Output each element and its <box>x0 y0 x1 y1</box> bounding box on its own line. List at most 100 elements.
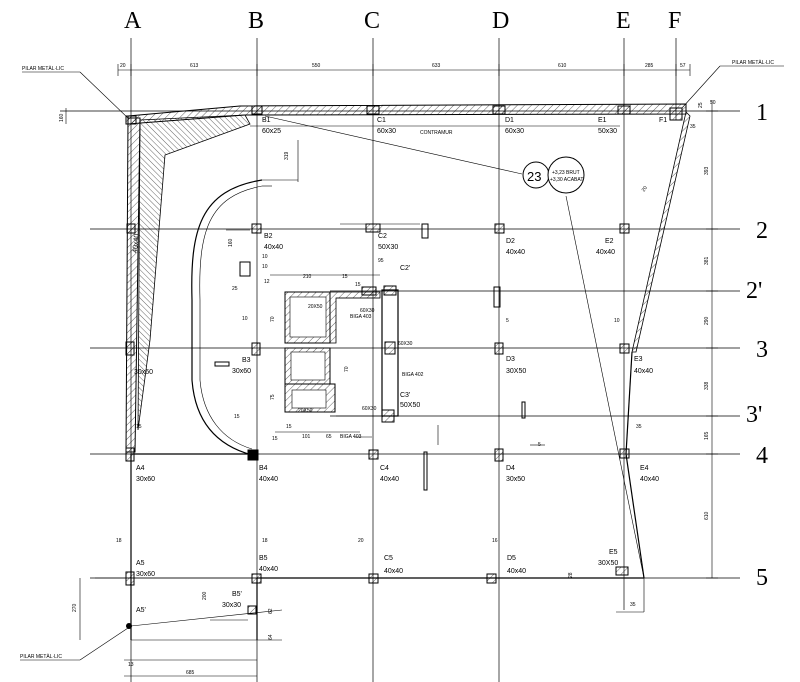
dim-top-1: 613 <box>190 63 199 69</box>
pillar-size-b3: 30x60 <box>232 368 251 375</box>
pillar-size-a2: 40x40 <box>132 233 141 253</box>
dim-left-1: 160 <box>59 113 65 122</box>
dim-misc-27: 20 <box>641 185 649 193</box>
box-label-e: 60X30 <box>362 406 377 412</box>
pillar-size-e5: 30X50 <box>598 560 618 567</box>
central-core: 20X50 20X50 60X30 60X30 60X30 BIGA 403 B… <box>270 274 424 440</box>
dim-misc-6: 10 <box>262 264 268 270</box>
axis-label-2p: 2' <box>746 278 762 304</box>
axis-label-b: B <box>248 8 264 34</box>
pillar-id-c3p: C3' <box>400 392 410 399</box>
pillar-id-b5: B5 <box>259 555 268 562</box>
dim-bottom-0: 13 <box>128 662 134 668</box>
dim-misc-11: 70 <box>344 366 350 372</box>
pillar-id-b5p: B5' <box>232 591 242 598</box>
pillar-size-b5: 40x40 <box>259 566 278 573</box>
dim-misc-13: 15 <box>286 424 292 430</box>
level-acabat: +3,30 ACABAT <box>550 177 583 183</box>
dim-misc-26: 50 <box>710 100 716 106</box>
dim-misc-28: 35 <box>690 124 696 130</box>
pillar-size-c2: 50X30 <box>378 244 398 251</box>
pillar-id-b2: B2 <box>264 233 273 240</box>
dim-misc-24: 35 <box>636 424 642 430</box>
pillar-size-d5: 40x40 <box>507 568 526 575</box>
pillar-size-b1: 60x25 <box>262 128 281 135</box>
dim-top-4: 610 <box>558 63 567 69</box>
pillar-size-a4: 30x60 <box>136 476 155 483</box>
pillar-id-d3: D3 <box>506 356 515 363</box>
bottom-dimension-chain: 13 685 <box>124 659 257 677</box>
dim-misc-23: 35 <box>630 602 636 608</box>
dim-misc-29: 10 <box>614 318 620 324</box>
pillar-id-d5: D5 <box>507 555 516 562</box>
pillar-id-e5: E5 <box>609 549 618 556</box>
pillar-size-d2: 40x40 <box>506 249 525 256</box>
axis-label-2: 2 <box>756 218 768 244</box>
dim-top-2: 550 <box>312 63 321 69</box>
axis-label-4: 4 <box>756 443 768 469</box>
pillar-id-c5: C5 <box>384 555 393 562</box>
dim-misc-4: 95 <box>378 258 384 264</box>
pillar-id-b4: B4 <box>259 465 268 472</box>
pillar-id-e3: E3 <box>634 356 643 363</box>
pillar-id-a4: A4 <box>136 465 145 472</box>
pillar-size-b4: 40x40 <box>259 476 278 483</box>
metal-pillar-callouts: PILAR METÀL·LIC PILAR METÀL·LIC PILAR ME… <box>20 59 784 661</box>
pillar-size-e2: 40x40 <box>596 249 615 256</box>
box-label-c: 60X30 <box>360 308 375 314</box>
pillar-size-d4: 30x50 <box>506 476 525 483</box>
pillar-id-e1: E1 <box>598 117 607 124</box>
box-label-a: 20X50 <box>308 304 323 310</box>
dim-right-5: 165 <box>704 431 710 440</box>
dim-misc-1: 210 <box>303 274 312 280</box>
axis-label-d: D <box>492 8 509 34</box>
pillar-id-e4: E4 <box>640 465 649 472</box>
dim-misc-5: 10 <box>262 254 268 260</box>
pillar-id-d4: D4 <box>506 465 515 472</box>
pillar-id-b1: B1 <box>262 117 271 124</box>
dim-misc-34: 15 <box>136 424 142 430</box>
pillar-size-b5p: 30x30 <box>222 602 241 609</box>
pilar-metallic-label-top-right: PILAR METÀL·LIC <box>732 59 774 66</box>
dim-misc-14: 101 <box>302 434 311 440</box>
right-dimension-chain: 25 393 381 290 338 165 610 <box>698 100 718 579</box>
dim-misc-21: 18 <box>262 538 268 544</box>
dim-bottom-1: 685 <box>186 670 195 676</box>
pillar-id-c4: C4 <box>380 465 389 472</box>
biga-label-c: BIGA 403 <box>340 434 362 440</box>
contramur-label: CONTRAMUR <box>420 130 453 136</box>
pillar-id-c2p: C2' <box>400 265 410 272</box>
biga-label-a: BIGA 403 <box>350 314 372 320</box>
pilar-metallic-label-top-left: PILAR METÀL·LIC <box>22 65 64 72</box>
pillar-labels: C1 60x30 D1 60x30 E1 50x30 F1 B1 60x25 B… <box>132 117 667 614</box>
pillar-id-d1: D1 <box>505 117 514 124</box>
dim-misc-16: 15 <box>234 414 240 420</box>
pillar-id-c2: C2 <box>378 233 387 240</box>
dim-top-0: 20 <box>120 63 126 69</box>
dim-misc-22: 16 <box>492 538 498 544</box>
axis-label-f: F <box>668 8 681 34</box>
axis-label-c: C <box>364 8 380 34</box>
box-label-d: 60X30 <box>398 341 413 347</box>
pillar-id-a5: A5 <box>136 560 145 567</box>
dim-right-0: 25 <box>698 102 704 108</box>
pillar-size-e1: 50x30 <box>598 128 617 135</box>
detail-lines <box>210 140 645 621</box>
dim-misc-15: 65 <box>326 434 332 440</box>
pilar-metallic-label-bottom-left: PILAR METÀL·LIC <box>20 653 62 660</box>
axis-label-1: 1 <box>756 100 768 126</box>
pillar-id-e2: E2 <box>605 238 614 245</box>
dim-misc-32: 64 <box>268 634 274 640</box>
dim-top-3: 633 <box>432 63 441 69</box>
dim-right-4: 338 <box>704 381 710 390</box>
top-dimension-chain: 20 613 550 633 610 285 57 <box>117 63 691 76</box>
dim-misc-30: 5 <box>506 318 509 324</box>
level-marker: 23 +3,23 BRUT +3,30 ACABAT <box>264 115 645 579</box>
dim-right-6: 610 <box>704 511 710 520</box>
dim-misc-3: 15 <box>355 282 361 288</box>
dim-left-0: 270 <box>72 603 78 612</box>
pillar-id-d2: D2 <box>506 238 515 245</box>
biga-label-b: BIGA 402 <box>402 372 424 378</box>
dim-misc-17: 10 <box>242 316 248 322</box>
left-dimension-chain: 270 160 <box>59 108 81 640</box>
